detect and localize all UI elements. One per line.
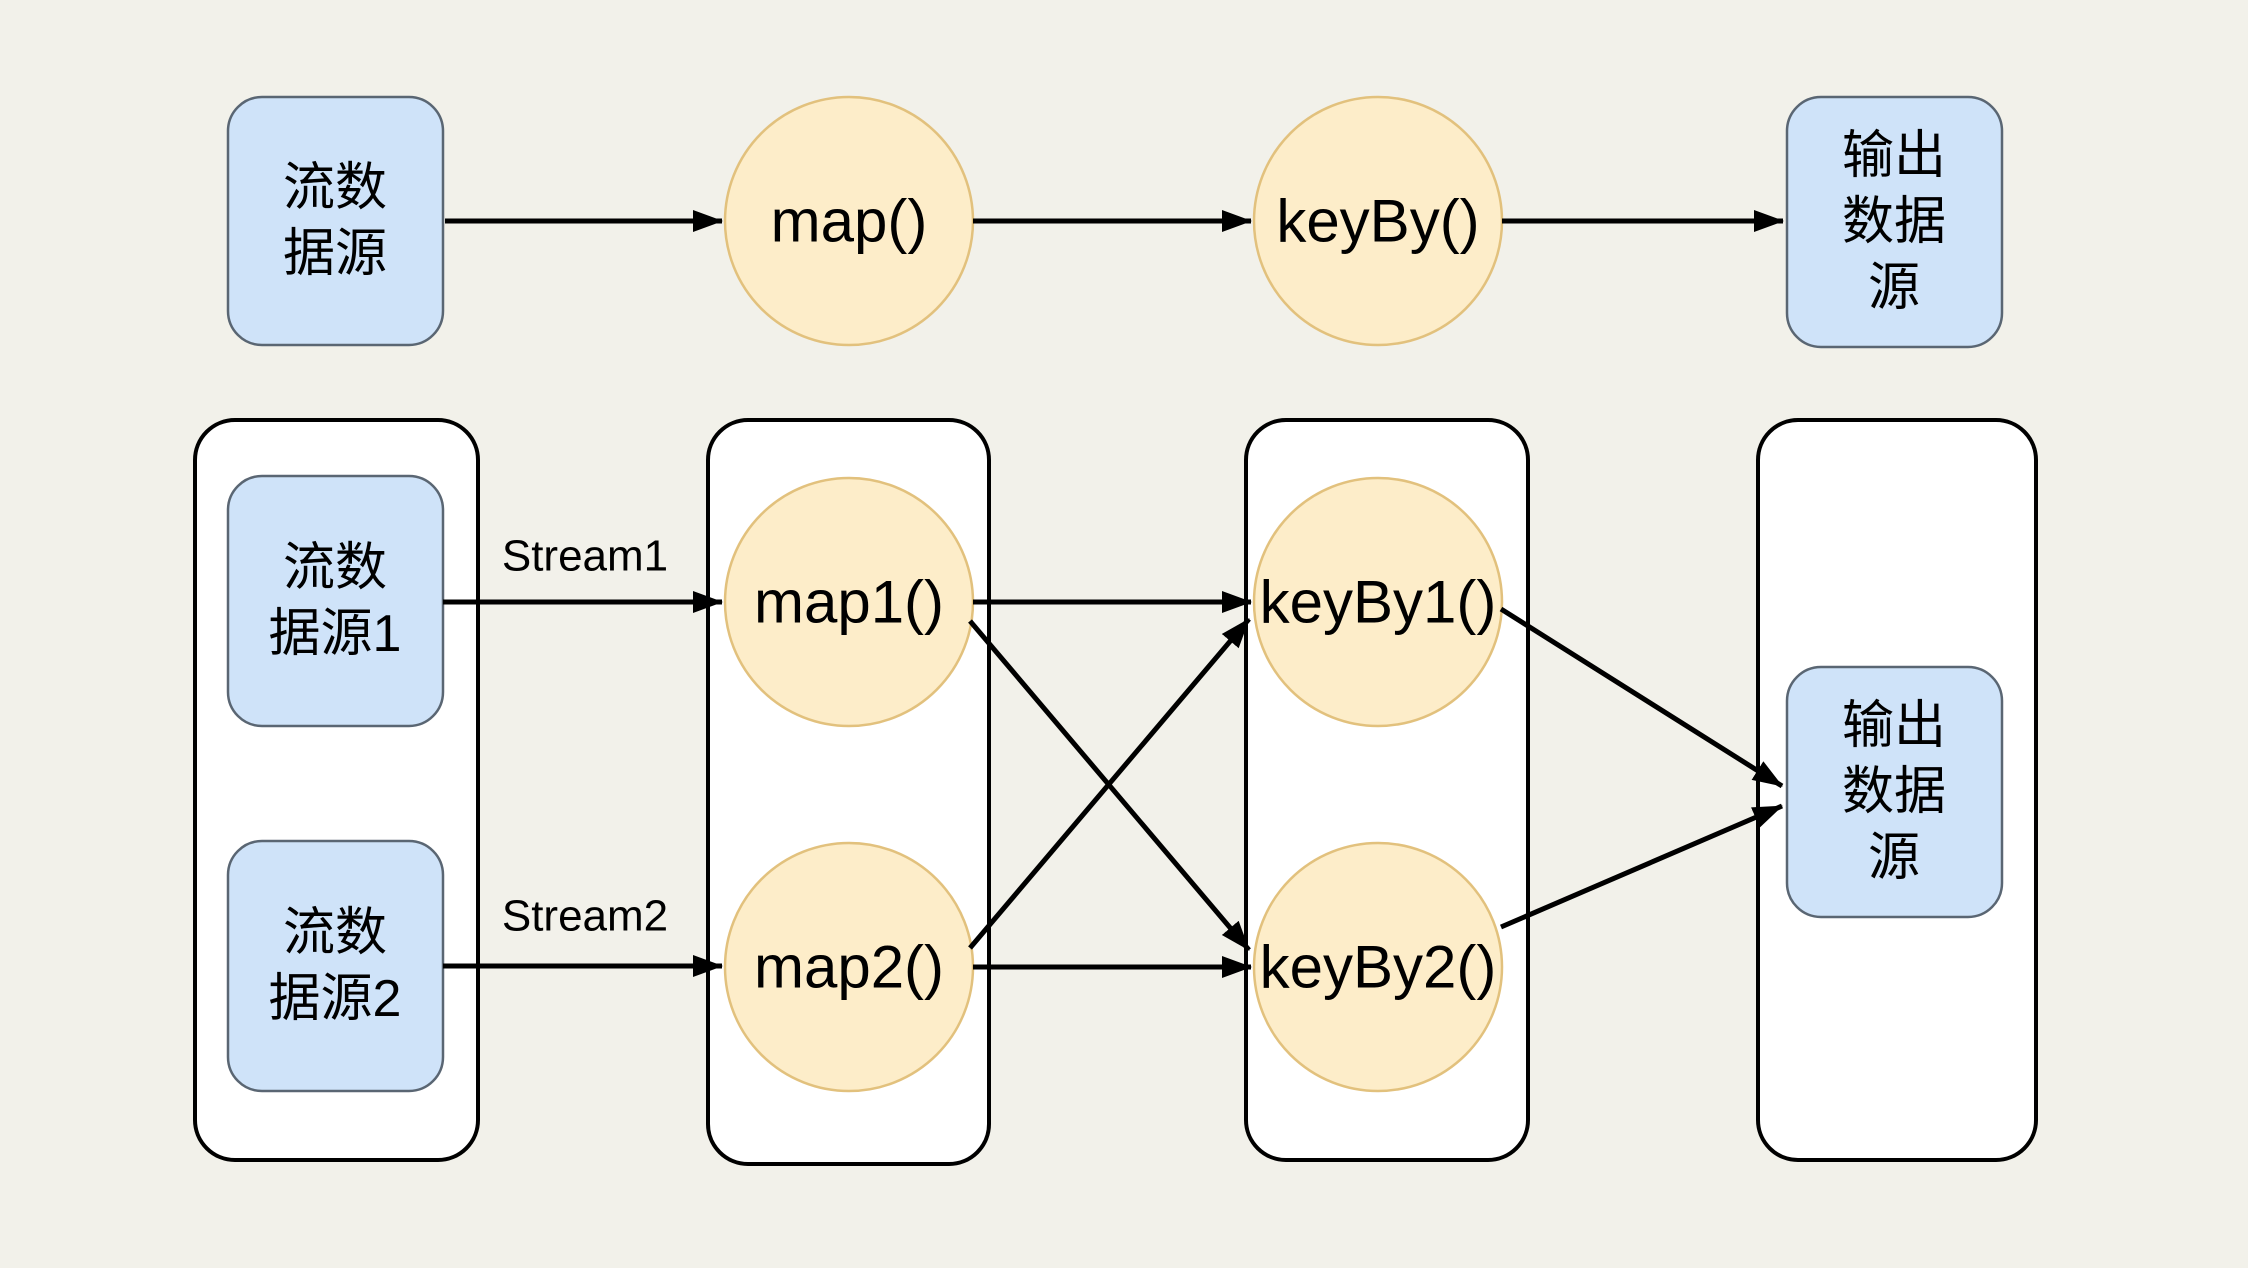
- node-stream-source-1-label-line1: 流数: [283, 539, 387, 597]
- node-stream-source-1-label-line2: 据源1: [269, 605, 402, 663]
- stream2-label: Stream2: [502, 892, 668, 941]
- edge-keyby1-to-sink: [1499, 606, 1784, 789]
- node-stream-source-2: [226, 839, 445, 1093]
- node-output-sink-parallel-label-line2: 数据: [1842, 763, 1946, 821]
- node-map2-label: map2(): [754, 934, 944, 1001]
- node-map1-label: map1(): [754, 569, 944, 636]
- flow-row-parallel: 流数 据源1 流数 据源2 Stream1 Stream2 map1() map…: [193, 418, 2038, 1166]
- node-map-label: map(): [771, 188, 928, 255]
- node-output-sink-label-line1: 输出: [1842, 127, 1946, 185]
- edge-keyby2-to-sink: [1500, 803, 1783, 930]
- node-keyby2-label: keyBy2(): [1260, 934, 1497, 1001]
- node-stream-source-label-line1: 流数: [283, 159, 387, 217]
- node-output-sink-parallel-label-line3: 源: [1868, 829, 1920, 887]
- node-stream-source-1: [226, 474, 445, 728]
- node-stream-source-label-line2: 据源: [283, 225, 387, 283]
- node-keyby2: [1252, 841, 1504, 1093]
- node-keyby1: [1252, 476, 1504, 728]
- node-output-sink-parallel-label-line1: 输出: [1842, 697, 1946, 755]
- node-output-sink-label-line2: 数据: [1842, 193, 1946, 251]
- node-stream-source: [226, 95, 445, 347]
- node-stream-source-2-label-line2: 据源2: [269, 970, 402, 1028]
- stream1-label: Stream1: [502, 532, 668, 581]
- edge-map2-to-keyby1: [968, 617, 1251, 950]
- node-keyby-label: keyBy(): [1276, 188, 1479, 255]
- node-output-sink-label-line3: 源: [1868, 259, 1920, 317]
- node-keyby1-label: keyBy1(): [1260, 569, 1497, 636]
- flow-row-simple: 流数 据源 map() keyBy() 输出 数据 源: [226, 95, 2004, 349]
- node-stream-source-2-label-line1: 流数: [283, 904, 387, 962]
- node-output-sink: [1785, 95, 2004, 349]
- node-output-sink-parallel: [1785, 665, 2004, 919]
